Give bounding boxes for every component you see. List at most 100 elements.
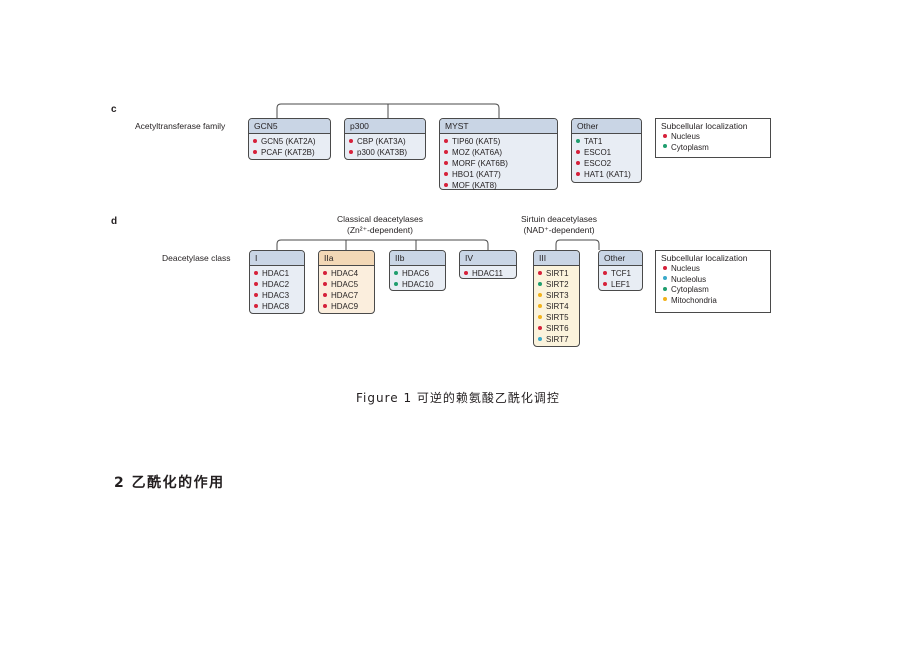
list-item: MOZ (KAT6A)	[444, 147, 557, 158]
list-item: HDAC6	[394, 268, 445, 279]
nucleus-dot-icon	[253, 138, 257, 143]
legend-title: Subcellular localization	[661, 121, 748, 131]
legend-item: Cytoplasm	[663, 285, 765, 296]
list-item: MORF (KAT6B)	[444, 158, 557, 169]
legend-d: Subcellular localization Nucleus Nucleol…	[655, 250, 771, 313]
list-item: SIRT4	[538, 301, 579, 312]
list-item: HDAC5	[323, 279, 374, 290]
family-members: TAT1 ESCO1 ESCO2 HAT1 (KAT1)	[572, 134, 641, 180]
list-item: HDAC8	[254, 301, 304, 312]
legend-title: Subcellular localization	[661, 253, 748, 263]
cytoplasm-dot-icon	[576, 138, 580, 143]
list-item: HDAC7	[323, 290, 374, 301]
list-item: SIRT5	[538, 312, 579, 323]
family-header: MYST	[440, 119, 557, 134]
nucleus-dot-icon	[538, 270, 542, 275]
class-header: IV	[460, 251, 516, 266]
nucleus-dot-icon	[444, 171, 448, 176]
list-item: LEF1	[603, 279, 642, 290]
nucleus-dot-icon	[323, 292, 327, 297]
family-box-gcn5: GCN5 GCN5 (KAT2A) PCAF (KAT2B)	[248, 118, 331, 160]
panel-letter-c: c	[111, 104, 117, 115]
family-members: GCN5 (KAT2A) PCAF (KAT2B)	[249, 134, 330, 158]
nucleus-dot-icon	[576, 160, 580, 165]
family-header: GCN5	[249, 119, 330, 134]
class-box-i: I HDAC1 HDAC2 HDAC3 HDAC8	[249, 250, 305, 314]
nucleus-dot-icon	[444, 160, 448, 165]
nucleus-dot-icon	[253, 149, 257, 154]
list-item: TAT1	[576, 136, 641, 147]
cytoplasm-dot-icon	[394, 270, 398, 275]
list-item: HDAC1	[254, 268, 304, 279]
classical-deacetylases-label: Classical deacetylases (Zn²⁺-dependent)	[337, 214, 423, 235]
legend-c: Subcellular localization Nucleus Cytopla…	[655, 118, 771, 158]
nucleus-dot-icon	[349, 138, 353, 143]
family-header: p300	[345, 119, 425, 134]
list-item: GCN5 (KAT2A)	[253, 136, 330, 147]
sirtuin-deacetylases-label: Sirtuin deacetylases (NAD⁺-dependent)	[520, 214, 598, 235]
nucleus-dot-icon	[444, 149, 448, 154]
nucleus-dot-icon	[663, 265, 667, 270]
legend-item: Nucleus	[663, 132, 765, 143]
nucleus-dot-icon	[663, 133, 667, 138]
row-label-deacetylase-class: Deacetylase class	[162, 253, 231, 263]
nucleus-dot-icon	[349, 149, 353, 154]
legend-item: Cytoplasm	[663, 143, 765, 154]
nucleus-dot-icon	[444, 182, 448, 187]
list-item: HAT1 (KAT1)	[576, 169, 641, 180]
nucleus-dot-icon	[254, 303, 258, 308]
list-item: ESCO2	[576, 158, 641, 169]
cytoplasm-dot-icon	[663, 144, 667, 149]
list-item: SIRT6	[538, 323, 579, 334]
list-item: TIP60 (KAT5)	[444, 136, 557, 147]
class-box-iii: III SIRT1 SIRT2 SIRT3 SIRT4 SIRT5 SIRT6 …	[533, 250, 580, 347]
nucleus-dot-icon	[444, 138, 448, 143]
nucleus-dot-icon	[538, 325, 542, 330]
legend-item: Nucleus	[663, 264, 765, 275]
family-box-myst: MYST TIP60 (KAT5) MOZ (KAT6A) MORF (KAT6…	[439, 118, 558, 190]
list-item: MOF (KAT8)	[444, 180, 557, 191]
nucleus-dot-icon	[254, 292, 258, 297]
nucleus-dot-icon	[323, 303, 327, 308]
list-item: HDAC9	[323, 301, 374, 312]
panel-letter-d: d	[111, 216, 118, 227]
list-item: HDAC10	[394, 279, 445, 290]
list-item: HDAC3	[254, 290, 304, 301]
mitochondria-dot-icon	[663, 297, 667, 302]
cytoplasm-dot-icon	[538, 281, 542, 286]
list-item: HDAC2	[254, 279, 304, 290]
list-item: p300 (KAT3B)	[349, 147, 425, 158]
list-item: HBO1 (KAT7)	[444, 169, 557, 180]
legend-item: Nucleolus	[663, 275, 765, 286]
class-header: I	[250, 251, 304, 266]
class-box-iia: IIa HDAC4 HDAC5 HDAC7 HDAC9	[318, 250, 375, 314]
nucleus-dot-icon	[603, 281, 607, 286]
list-item: TCF1	[603, 268, 642, 279]
nucleus-dot-icon	[576, 149, 580, 154]
nucleus-dot-icon	[254, 281, 258, 286]
list-item: SIRT1	[538, 268, 579, 279]
cytoplasm-dot-icon	[663, 286, 667, 291]
section-heading: 2 乙酰化的作用	[114, 475, 225, 491]
nucleus-dot-icon	[576, 171, 580, 176]
family-header: Other	[572, 119, 641, 134]
class-box-iv: IV HDAC11	[459, 250, 517, 279]
list-item: SIRT3	[538, 290, 579, 301]
mitochondria-dot-icon	[538, 314, 542, 319]
class-header: III	[534, 251, 579, 266]
list-item: ESCO1	[576, 147, 641, 158]
nucleus-dot-icon	[464, 270, 468, 275]
family-members: CBP (KAT3A) p300 (KAT3B)	[345, 134, 425, 158]
class-box-other: Other TCF1 LEF1	[598, 250, 643, 291]
nucleus-dot-icon	[323, 281, 327, 286]
list-item: HDAC11	[464, 268, 516, 279]
list-item: HDAC4	[323, 268, 374, 279]
list-item: SIRT2	[538, 279, 579, 290]
family-members: TIP60 (KAT5) MOZ (KAT6A) MORF (KAT6B) HB…	[440, 134, 557, 191]
nucleus-dot-icon	[254, 270, 258, 275]
legend-item: Mitochondria	[663, 296, 765, 307]
cytoplasm-dot-icon	[394, 281, 398, 286]
family-box-other: Other TAT1 ESCO1 ESCO2 HAT1 (KAT1)	[571, 118, 642, 183]
nucleus-dot-icon	[323, 270, 327, 275]
